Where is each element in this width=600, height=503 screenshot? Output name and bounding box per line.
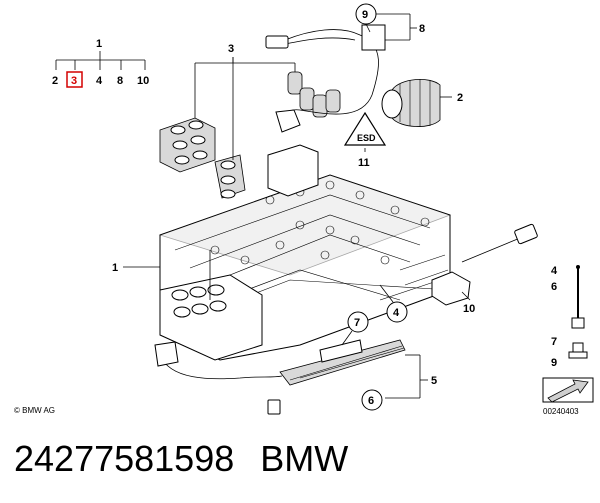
valve-body	[158, 144, 452, 361]
warning-triangle-icon: ESD 11	[343, 111, 387, 169]
legend-item-4: 4	[96, 75, 103, 87]
legend-item-8: 8	[117, 75, 123, 87]
callout-9: 9	[355, 3, 377, 33]
svg-text:9: 9	[362, 9, 368, 21]
svg-text:7: 7	[354, 317, 360, 329]
svg-text:1: 1	[112, 262, 118, 274]
svg-text:ESD: ESD	[357, 133, 376, 143]
legend-item-10: 10	[137, 75, 149, 87]
callout-5: 5	[385, 354, 437, 399]
key-label-7: 7	[551, 336, 557, 348]
svg-text:11: 11	[358, 157, 370, 169]
drawing-number: 00240403	[543, 407, 579, 416]
legend-item-3: 3	[71, 75, 77, 87]
direction-arrow-icon	[547, 379, 589, 403]
lead-frame	[154, 339, 406, 415]
callout-4: 4	[379, 284, 408, 323]
caption-bar: 24277581598 BMW	[14, 438, 348, 488]
callout-6: 6	[361, 389, 383, 411]
legend-highlight-box	[66, 71, 83, 88]
speed-sensor: 10	[431, 223, 538, 315]
svg-text:2: 2	[457, 92, 463, 104]
solenoid-group	[159, 71, 341, 199]
svg-text:10: 10	[463, 303, 475, 315]
legend-top-label: 1	[96, 38, 102, 50]
callout-1: 1	[112, 262, 160, 274]
key-label-4: 4	[551, 265, 558, 277]
key-label-9: 9	[551, 357, 557, 369]
connector-sleeve: 2	[381, 79, 463, 127]
copyright-notice: © BMW AG	[14, 406, 55, 415]
legend-item-2: 2	[52, 75, 58, 87]
hardware-key: 4 6 7 8 9 00240403	[542, 265, 594, 416]
callout-3: 3	[194, 43, 296, 300]
svg-text:8: 8	[419, 23, 425, 35]
callout-8: 8	[376, 13, 425, 41]
svg-text:4: 4	[393, 307, 400, 319]
svg-text:5: 5	[431, 375, 437, 387]
exploded-parts-diagram: 1 2 3 4 8 10	[14, 3, 594, 416]
callout-7: 7	[341, 311, 369, 346]
key-label-6: 6	[551, 281, 557, 293]
wiring-harness	[265, 24, 386, 133]
brand-name: BMW	[260, 438, 349, 479]
svg-text:3: 3	[228, 43, 234, 55]
svg-text:6: 6	[368, 395, 374, 407]
legend-tree: 1 2 3 4 8 10	[52, 38, 149, 88]
part-number: 24277581598	[14, 438, 235, 479]
